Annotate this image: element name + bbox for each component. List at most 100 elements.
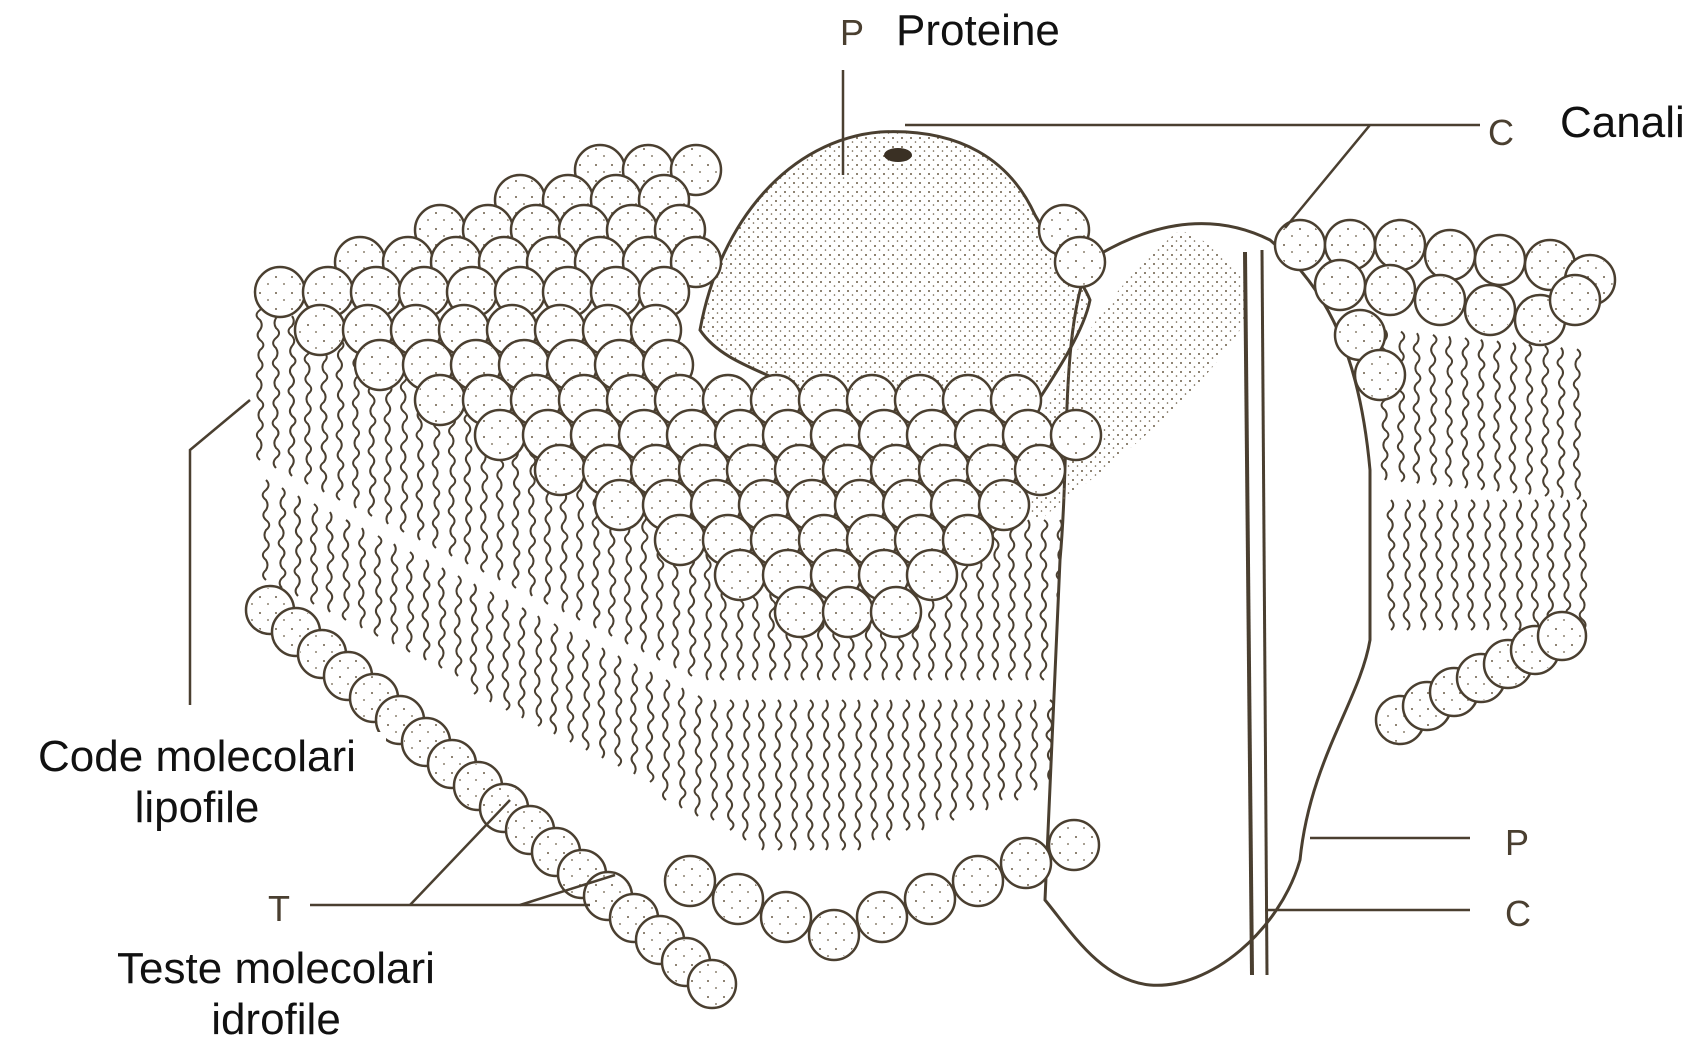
- lipid-tail: [583, 640, 589, 750]
- phospholipid-head: [1415, 275, 1465, 325]
- lipid-tail: [391, 544, 398, 644]
- lipid-tail: [1398, 332, 1404, 482]
- lipid-tail: [679, 688, 686, 808]
- lipid-tail: [711, 700, 717, 820]
- phospholipid-head: [535, 445, 585, 495]
- phospholipid-head: [595, 480, 645, 530]
- phospholipid-head: [1275, 220, 1325, 270]
- lipid-tail: [311, 504, 317, 604]
- phospholipid-head: [255, 267, 305, 317]
- marker-p-right: P: [1505, 822, 1529, 864]
- lipid-tail: [695, 696, 702, 816]
- phospholipid-head: [823, 587, 873, 637]
- lipid-tail: [279, 488, 286, 588]
- lipid-tail: [1526, 344, 1533, 494]
- lipid-tail: [759, 700, 766, 850]
- phospholipid-head: [775, 587, 825, 637]
- lipid-tail: [439, 568, 446, 668]
- lipid-tail: [663, 680, 670, 800]
- lipid-tail: [935, 700, 941, 820]
- phospholipid-head: [1475, 235, 1525, 285]
- lipid-tail: [791, 700, 798, 850]
- label-teste-line2: idrofile: [96, 995, 456, 1046]
- marker-c-top: C: [1488, 112, 1514, 154]
- phospholipid-head: [1001, 838, 1051, 888]
- lipid-tail: [257, 300, 264, 460]
- lipid-tail: [1430, 335, 1437, 485]
- lipid-tail: [1414, 333, 1421, 483]
- phospholipid-head: [1315, 260, 1365, 310]
- lipid-tail: [983, 700, 989, 810]
- lipid-tail: [1468, 500, 1475, 630]
- lipid-tail: [375, 536, 382, 636]
- phospholipid-head: [655, 515, 705, 565]
- lipid-tail: [1478, 340, 1485, 490]
- phospholipid-head: [665, 856, 715, 906]
- lipid-tail: [1532, 500, 1538, 630]
- lipid-tail: [1548, 500, 1555, 630]
- phospholipid-head: [905, 874, 955, 924]
- lipid-tail: [1564, 500, 1571, 630]
- lipid-tail: [999, 700, 1006, 800]
- lipid-tail: [1404, 500, 1411, 630]
- lipid-tail: [855, 700, 862, 850]
- lipid-tail: [263, 480, 270, 580]
- lipid-tail: [775, 700, 782, 850]
- phospholipid-head: [715, 550, 765, 600]
- lipid-tail: [871, 700, 878, 840]
- lipid-tail: [407, 552, 414, 652]
- lipid-tail: [967, 700, 974, 810]
- lipid-tail: [1009, 520, 1016, 680]
- lipid-tail: [1436, 500, 1443, 630]
- phospholipid-head: [1425, 230, 1475, 280]
- lipid-tail: [1388, 500, 1395, 630]
- phospholipid-head: [1375, 220, 1425, 270]
- phospholipid-head: [953, 856, 1003, 906]
- lipid-tail: [487, 592, 493, 702]
- lipid-tail: [807, 700, 814, 850]
- lipid-tail: [1558, 348, 1565, 498]
- lipid-tail: [471, 584, 478, 694]
- phospholipid-head: [713, 874, 763, 924]
- lipid-tail: [503, 600, 510, 710]
- lipid-tail: [1025, 520, 1032, 680]
- lipid-tail: [1015, 700, 1022, 800]
- lipid-tail: [567, 632, 574, 742]
- lipid-tail: [1516, 500, 1523, 630]
- phospholipid-head: [688, 960, 736, 1008]
- phospholipid-head: [1355, 350, 1405, 400]
- lipid-tail: [1500, 500, 1507, 630]
- lipid-tail: [1031, 700, 1038, 790]
- phospholipid-head: [907, 550, 957, 600]
- lipid-tail: [465, 404, 472, 564]
- label-canali: Canali: [1560, 98, 1685, 149]
- label-teste-line1: Teste molecolari: [96, 944, 456, 995]
- lipid-tail: [1041, 520, 1048, 680]
- phospholipid-head: [1049, 820, 1099, 870]
- lipid-tail: [1580, 500, 1587, 630]
- label-code-line2: lipofile: [8, 783, 386, 834]
- lipid-tail: [327, 512, 334, 612]
- lipid-tail: [887, 700, 893, 840]
- phospholipid-head: [1550, 275, 1600, 325]
- label-code-line1: Code molecolari: [8, 732, 386, 783]
- lipid-tail: [919, 700, 926, 830]
- marker-p-top: P: [840, 12, 864, 54]
- marker-c-right: C: [1505, 893, 1531, 935]
- lipid-tail: [631, 664, 638, 774]
- lipid-tail: [401, 372, 408, 532]
- label-code-molecolari: Code molecolari lipofile: [8, 732, 386, 833]
- protein-pore: [884, 148, 912, 162]
- lipid-tail: [1484, 500, 1490, 630]
- lipid-tail: [535, 616, 541, 726]
- lipid-tail: [839, 700, 846, 850]
- lipid-tail: [529, 436, 536, 596]
- lipid-tail: [1510, 343, 1517, 493]
- lipid-tail: [289, 316, 296, 476]
- lipid-tail: [343, 520, 350, 620]
- phospholipid-head: [809, 910, 859, 960]
- lipid-tail: [519, 608, 526, 718]
- label-proteine: Proteine: [896, 6, 1060, 57]
- lipid-tail: [1494, 341, 1501, 491]
- phospholipid-head: [295, 305, 345, 355]
